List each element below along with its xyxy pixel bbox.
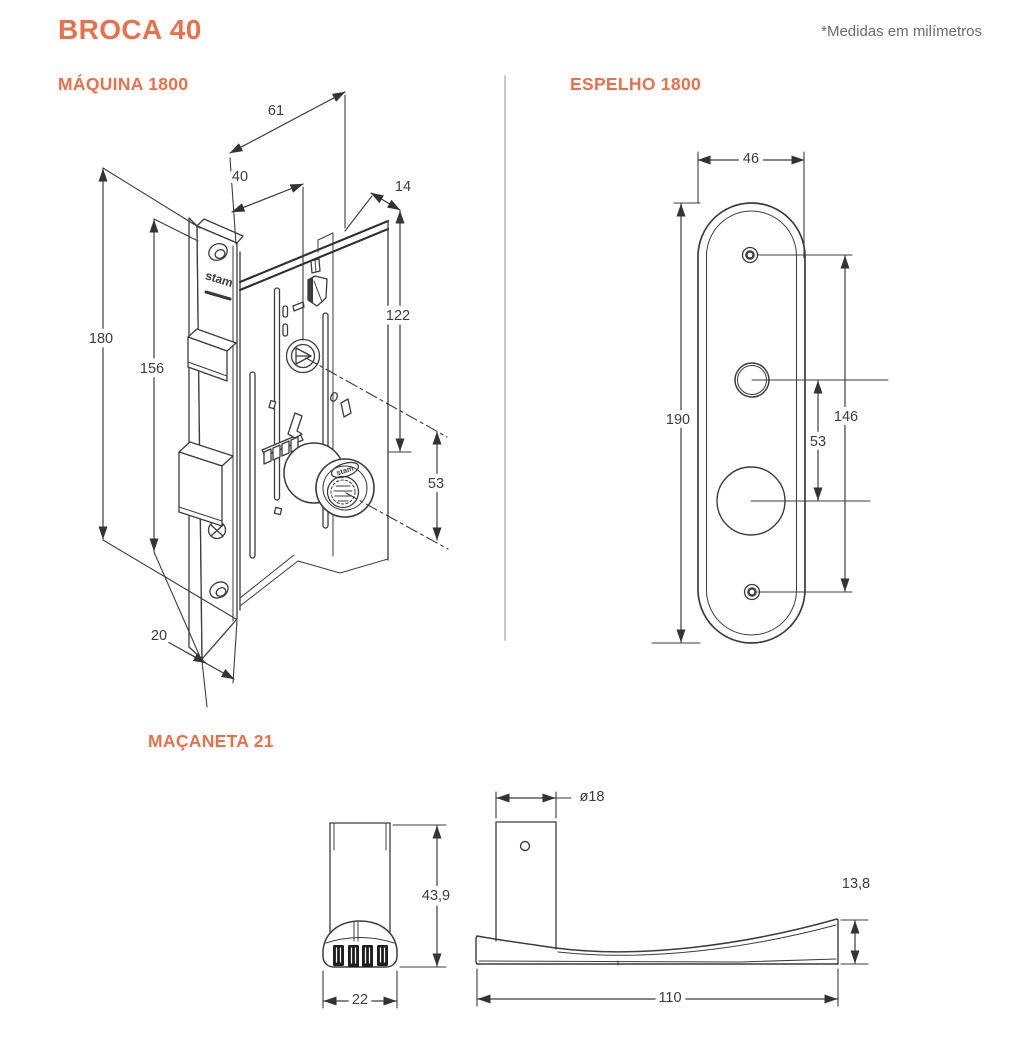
dim-label: 20 <box>151 628 167 644</box>
plate-outline <box>697 202 806 644</box>
latch-bolt <box>187 328 237 382</box>
knurled-teeth <box>333 945 388 967</box>
diagram-escutcheon: 46 190 146 53 <box>651 146 889 644</box>
dimension-22: 22 <box>322 970 398 1012</box>
faceplate: stam <box>188 217 244 660</box>
dimension-110: 110 <box>476 968 839 1010</box>
dim-label: 14 <box>395 179 411 195</box>
dim-label: 146 <box>834 409 858 425</box>
screw-hole <box>208 242 228 262</box>
dimension-14: 14 <box>344 174 416 232</box>
lock-case <box>238 219 390 611</box>
plate-inner-edge <box>706 210 797 636</box>
section-title-macaneta: MAÇANETA 21 <box>148 731 274 751</box>
dim-label: 13,8 <box>842 876 870 892</box>
dim-label: 122 <box>386 308 410 324</box>
dim-label: 61 <box>268 103 284 119</box>
dimension-13-8: 13,8 <box>837 871 875 965</box>
latch-lever <box>307 258 328 307</box>
diagram-lock-body: stam <box>84 91 449 708</box>
stem-hole <box>519 840 531 852</box>
screw-hole <box>209 581 229 599</box>
diagram-handle: 22 43,9 <box>322 784 875 1012</box>
logo-subtext <box>204 290 232 301</box>
section-title-maquina: MÁQUINA 1800 <box>58 74 189 94</box>
deadbolt <box>178 441 234 527</box>
guide-bracket <box>287 412 303 439</box>
keyway-knurl <box>326 475 360 509</box>
dim-label: 53 <box>810 434 826 450</box>
dim-label: ø18 <box>580 789 605 805</box>
cylinder-centerline <box>345 492 449 550</box>
dim-label: 156 <box>140 361 164 377</box>
spring-pin <box>273 287 281 501</box>
dim-label: 53 <box>428 476 444 492</box>
dim-label: 22 <box>352 992 368 1008</box>
dim-label: 180 <box>89 331 113 347</box>
lock-cylinder: stam <box>283 442 375 518</box>
hub-centerline <box>305 357 448 438</box>
section-title-espelho: ESPELHO 1800 <box>570 74 702 94</box>
dim-label: 46 <box>743 151 759 167</box>
dimension-190: 190 <box>651 202 701 644</box>
handle-front-view <box>322 822 398 968</box>
dim-label: 40 <box>232 169 248 185</box>
page-title: BROCA 40 <box>58 14 202 45</box>
dim-label: 43,9 <box>422 888 450 904</box>
dimension-122: 122 <box>381 210 415 453</box>
dim-label: 190 <box>666 412 690 428</box>
spring-pin <box>249 371 256 559</box>
dimension-40: 40 <box>227 164 304 341</box>
dim-label: 110 <box>658 990 681 1006</box>
dimension-o18: ø18 <box>495 784 609 819</box>
follower-hub <box>285 338 321 374</box>
dimension-43-9: 43,9 <box>392 824 455 968</box>
handle-side-view <box>475 821 839 966</box>
dimension-53-cylinder: 53 <box>423 431 449 541</box>
units-note: *Medidas em milímetros <box>821 23 982 40</box>
